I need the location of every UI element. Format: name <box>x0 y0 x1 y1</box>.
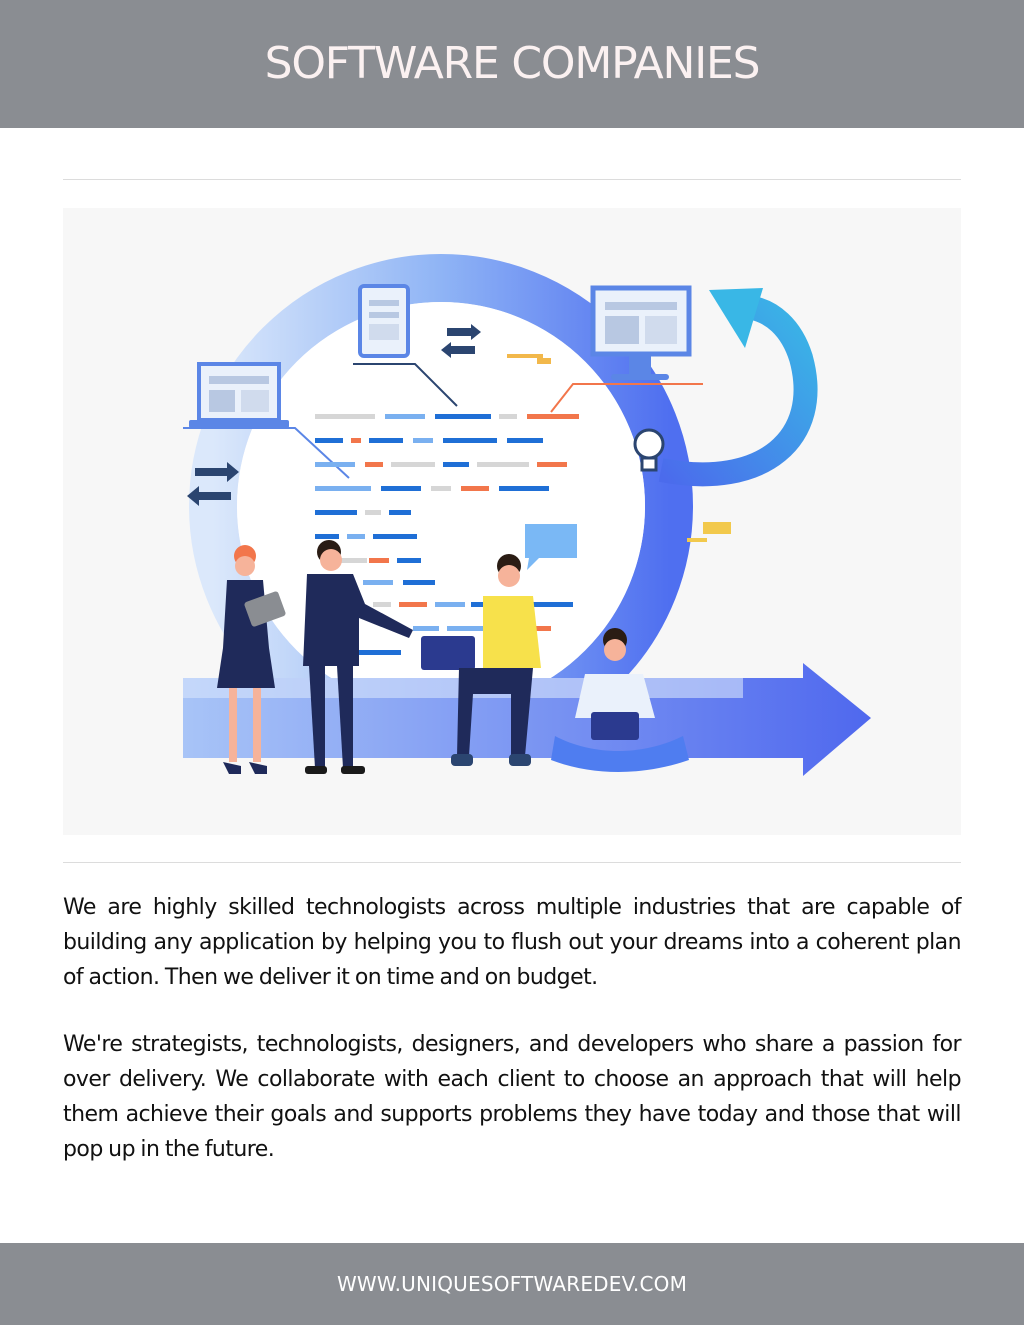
website-link[interactable]: WWW.UNIQUESOFTWAREDEV.COM <box>336 1272 688 1296</box>
team-paragraph: We're strategists, technologists, design… <box>63 1032 962 1162</box>
person-man-laptop <box>421 554 541 766</box>
monitor-illustration <box>590 285 692 380</box>
bottom-divider <box>63 862 961 863</box>
swap-arrows-icon <box>187 324 481 506</box>
speech-bubble-icon <box>525 524 577 570</box>
person-man-pointing <box>303 540 413 774</box>
hero-illustration <box>63 208 961 835</box>
loop-arrow <box>658 296 818 487</box>
person-woman-tablet <box>217 545 286 774</box>
top-divider <box>63 179 961 180</box>
page-title: SOFTWARE COMPANIES <box>264 37 761 89</box>
intro-paragraph: We are highly skilled technologists acro… <box>63 895 962 990</box>
page-header: SOFTWARE COMPANIES <box>0 0 1024 128</box>
lightbulb-icon <box>633 428 665 472</box>
person-seated-laptop <box>551 628 689 772</box>
laptop-illustration <box>189 362 289 428</box>
company-description: We are highly skilled technologists acro… <box>63 890 962 1167</box>
page-footer: WWW.UNIQUESOFTWAREDEV.COM <box>0 1243 1024 1325</box>
tablet-illustration <box>358 284 410 358</box>
